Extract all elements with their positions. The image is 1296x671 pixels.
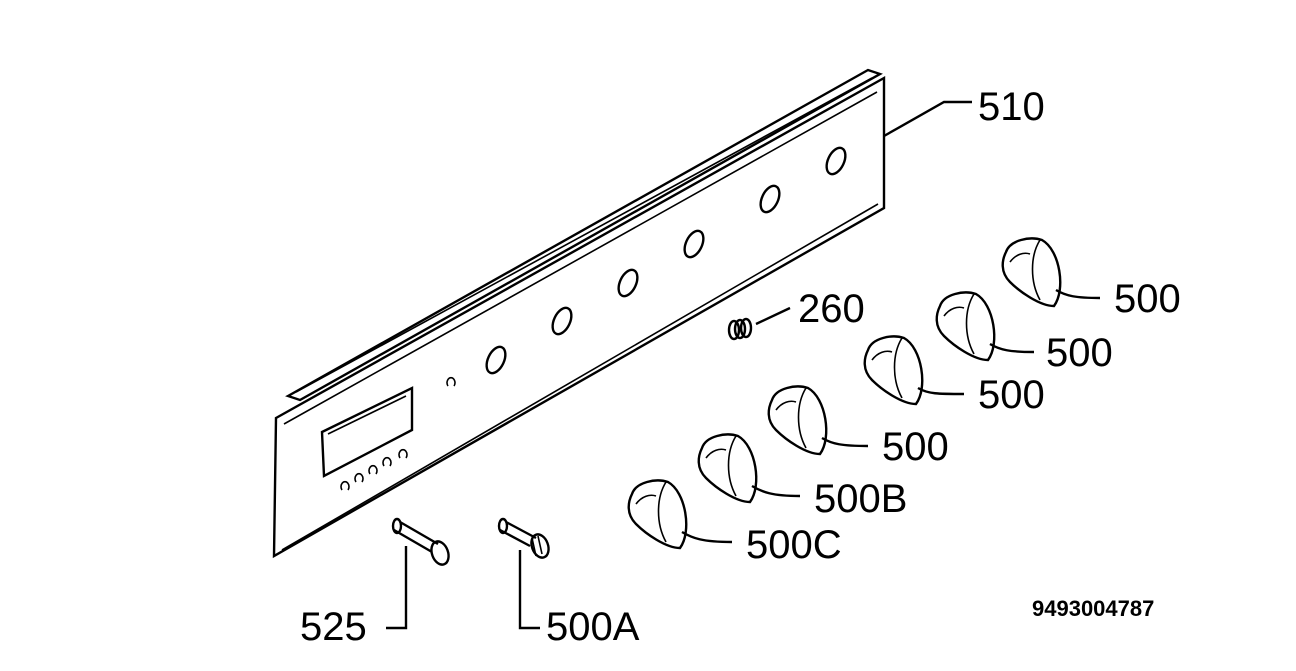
label-500-2: 500 xyxy=(1046,331,1113,375)
label-500c: 500C xyxy=(746,523,842,567)
screw xyxy=(386,517,450,630)
label-500-4: 500 xyxy=(882,425,949,469)
label-500b: 500B xyxy=(814,477,907,521)
knob-4 xyxy=(767,385,869,456)
knob-holes xyxy=(485,146,847,375)
knob-c xyxy=(627,479,733,550)
push-button xyxy=(497,517,550,630)
label-500a: 500A xyxy=(546,605,640,649)
spring xyxy=(727,306,791,341)
knob-3 xyxy=(863,335,965,406)
label-260: 260 xyxy=(798,287,865,331)
label-525: 525 xyxy=(300,605,367,649)
label-500-3: 500 xyxy=(978,373,1045,417)
knob-b xyxy=(697,433,801,504)
panel-buttons xyxy=(340,376,456,491)
label-500-1: 500 xyxy=(1114,277,1181,321)
knob-2 xyxy=(935,291,1035,362)
knob-1 xyxy=(1001,237,1101,308)
label-510: 510 xyxy=(978,85,1045,129)
document-number: 9493004787 xyxy=(1032,596,1154,621)
control-panel xyxy=(272,68,972,559)
